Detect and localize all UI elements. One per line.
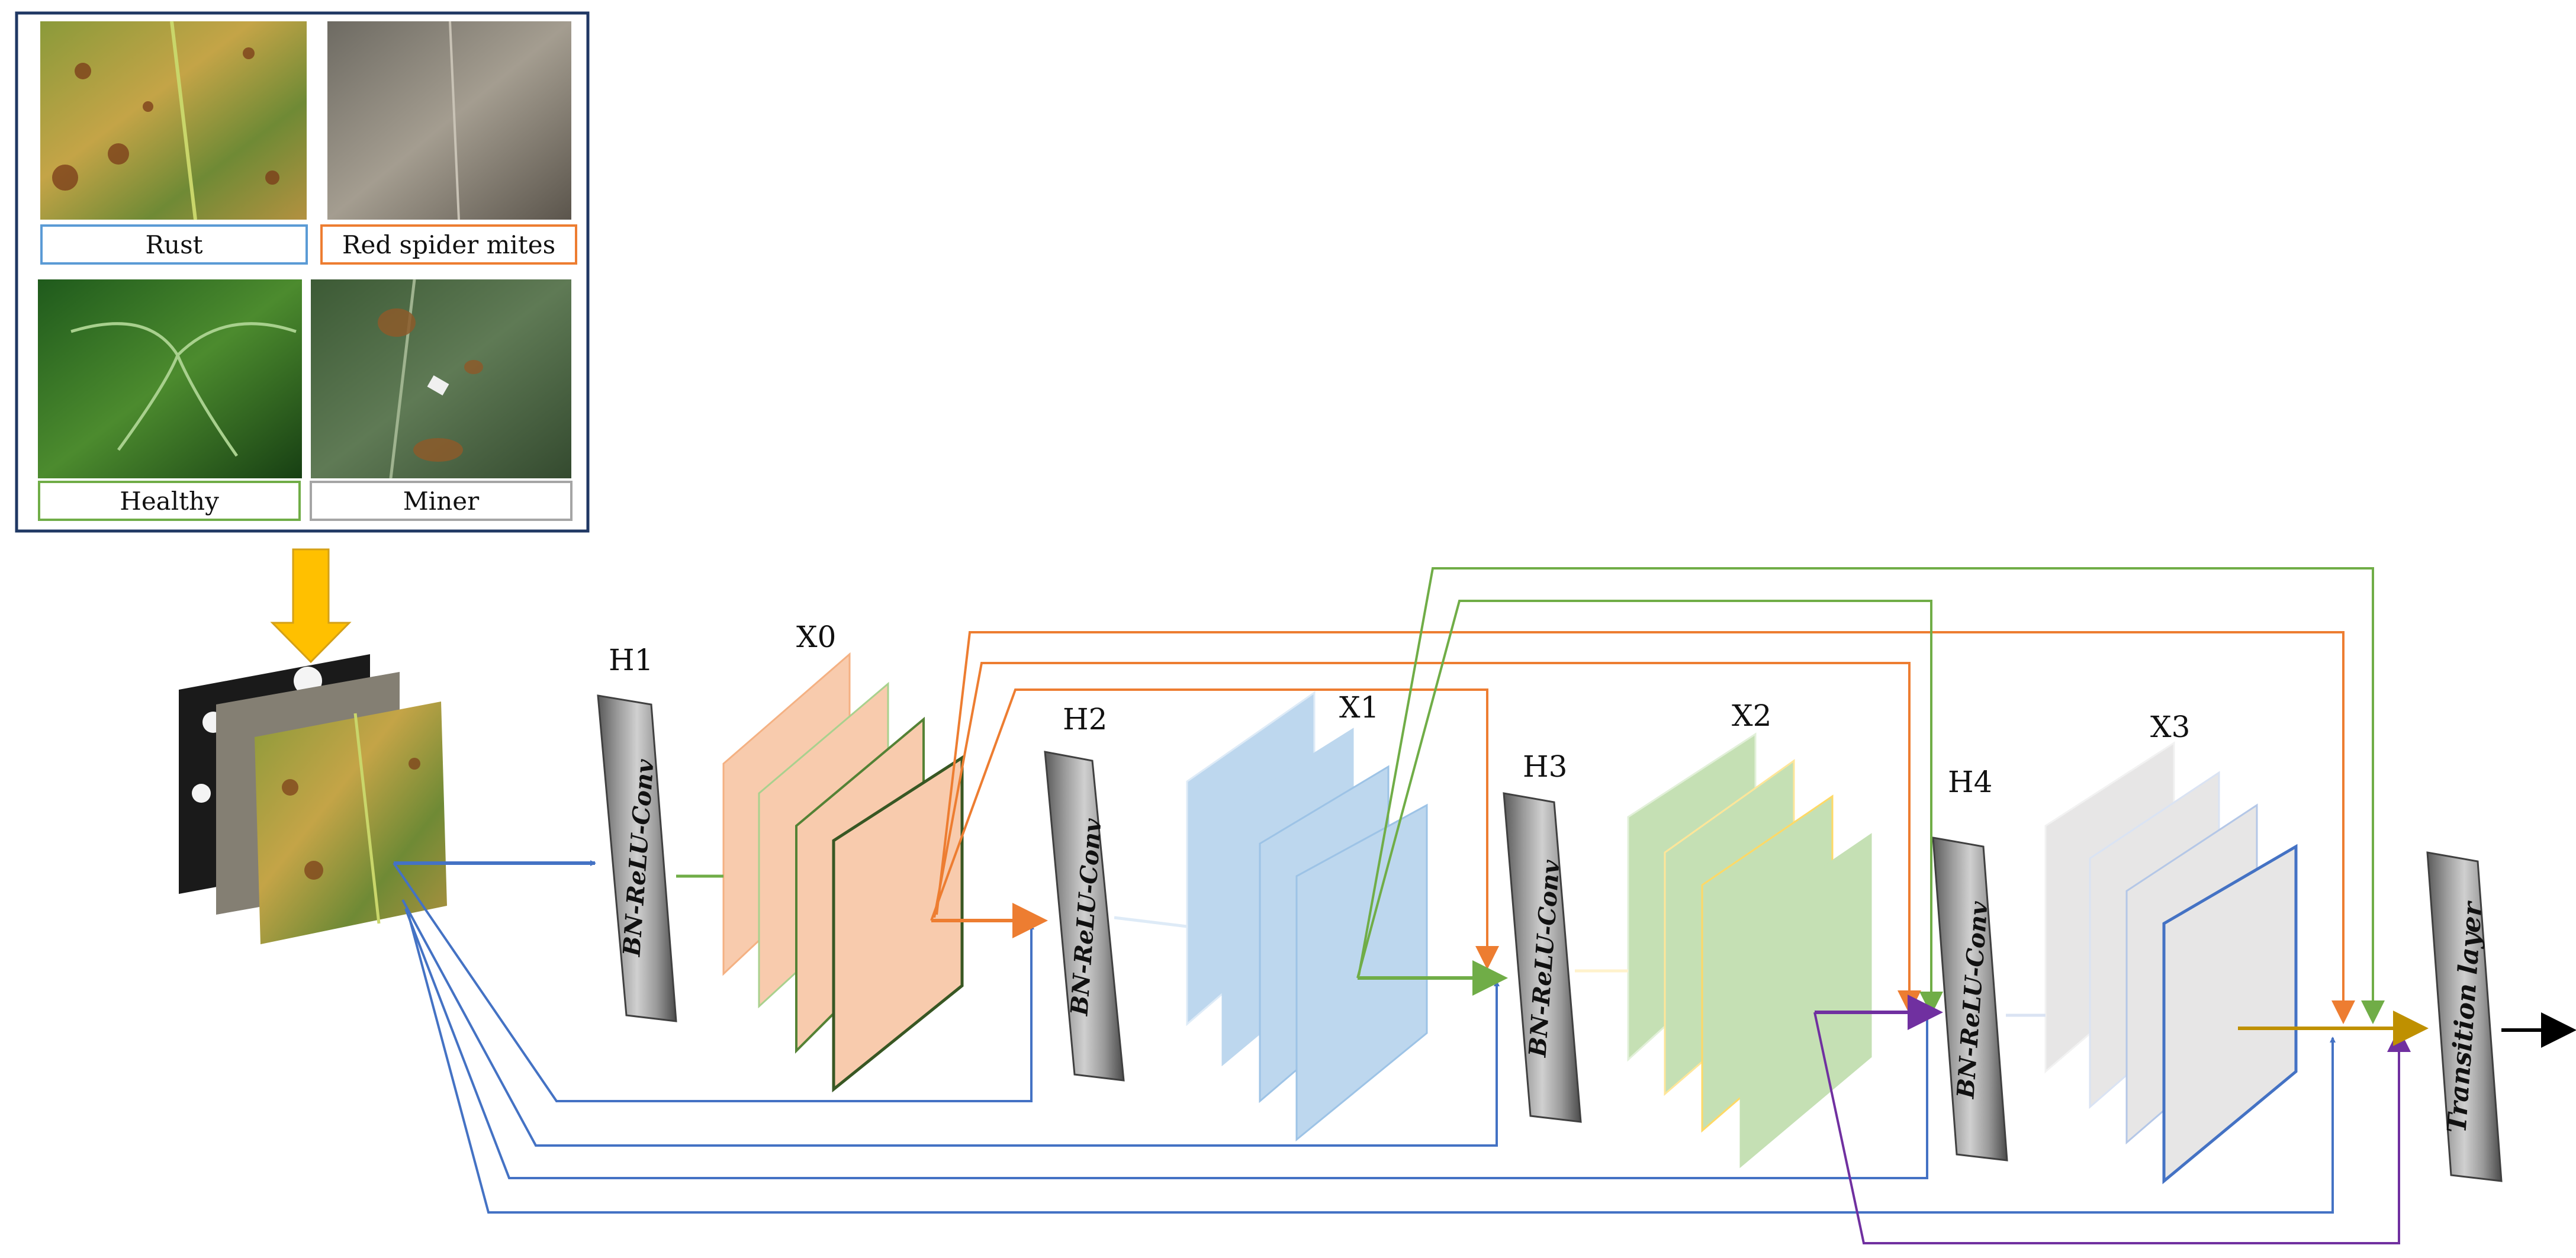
- h2-block: BN-ReLU-Conv: [1044, 751, 1125, 1082]
- x3-feature-maps: [2044, 741, 2298, 1185]
- blue-skip-connections: [393, 860, 2336, 1214]
- x3-title: X3: [2150, 710, 2190, 744]
- purple-connections: [1813, 995, 2411, 1244]
- healthy-label: Healthy: [120, 487, 219, 516]
- input-leaf-image: [255, 702, 447, 944]
- orange-connections: [930, 631, 2355, 1024]
- x2-title: X2: [1732, 699, 1771, 733]
- x1-feature-maps: [1186, 691, 1428, 1142]
- healthy-leaf-image: [38, 279, 302, 478]
- red-spider-mites-sample: Red spider mites: [320, 21, 577, 265]
- red-spider-mites-leaf-image: [327, 21, 571, 220]
- green-connections: [1356, 567, 2385, 1024]
- x0-feature-maps: [722, 652, 964, 1093]
- h3-title: H3: [1523, 749, 1567, 784]
- x2-feature-maps: [1627, 732, 1872, 1169]
- input-down-arrow: [270, 548, 352, 664]
- transition-layer-block: Transition layer: [2426, 851, 2503, 1182]
- sample-images-panel: Rust Red spider mites Healthy: [15, 11, 590, 533]
- h4-block: BN-ReLU-Conv: [1932, 836, 2008, 1162]
- input-image-stack: [179, 654, 447, 944]
- miner-label: Miner: [403, 487, 480, 516]
- inner-connectors: [676, 874, 2046, 1017]
- miner-sample: Miner: [310, 279, 573, 521]
- rust-leaf-image: [40, 21, 307, 220]
- h1-block: BN-ReLU-Conv: [597, 694, 677, 1022]
- rust-sample: Rust: [40, 21, 308, 265]
- healthy-sample: Healthy: [38, 279, 302, 521]
- h2-title: H2: [1063, 702, 1107, 736]
- h4-title: H4: [1948, 765, 1992, 799]
- h1-title: H1: [609, 643, 653, 677]
- x1-title: X1: [1339, 690, 1379, 725]
- x0-title: X0: [796, 620, 836, 654]
- rust-label: Rust: [145, 230, 202, 259]
- h3-block: BN-ReLU-Conv: [1503, 792, 1582, 1123]
- red-spider-mites-label: Red spider mites: [342, 230, 555, 259]
